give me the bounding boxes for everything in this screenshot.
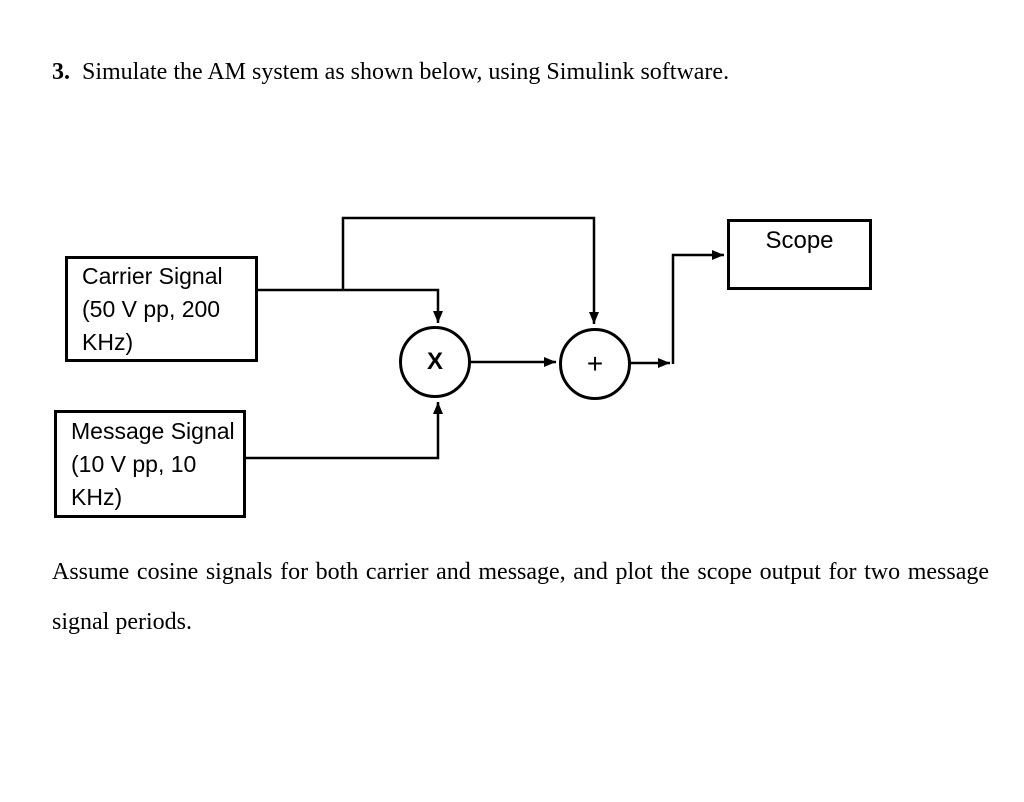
scope-block: Scope — [727, 219, 872, 290]
multiplier-symbol: X — [426, 348, 443, 375]
wire-carrier-branch-to-adder — [341, 216, 599, 324]
problem-title: 3. Simulate the AM system as shown below,… — [52, 57, 729, 87]
carrier-label-line-2: (50 V pp, 200 — [82, 296, 221, 322]
scope-label: Scope — [765, 227, 834, 254]
message-signal-block: Message Signal (10 V pp, 10 KHz) — [54, 410, 246, 518]
adder-node: + — [559, 328, 631, 400]
problem-statement: Simulate the AM system as shown below, u… — [82, 59, 730, 85]
wire-to-scope — [671, 250, 724, 364]
carrier-label-line-3: KHz) — [82, 329, 134, 355]
problem-number: 3. — [52, 59, 70, 85]
wire-message-to-multiplier — [246, 402, 443, 460]
message-label-line-1: Message Signal — [71, 418, 235, 444]
carrier-signal-block: Carrier Signal (50 V pp, 200 KHz) — [65, 256, 258, 362]
wire-carrier-to-multiplier — [258, 288, 443, 323]
message-label-line-2: (10 V pp, 10 — [71, 451, 197, 477]
adder-symbol: + — [586, 348, 604, 379]
multiplier-node: X — [399, 326, 471, 398]
message-label-line-3: KHz) — [71, 484, 123, 510]
instruction-text: Assume cosine signals for both carrier a… — [52, 559, 989, 635]
carrier-label-line-1: Carrier Signal — [82, 263, 223, 289]
